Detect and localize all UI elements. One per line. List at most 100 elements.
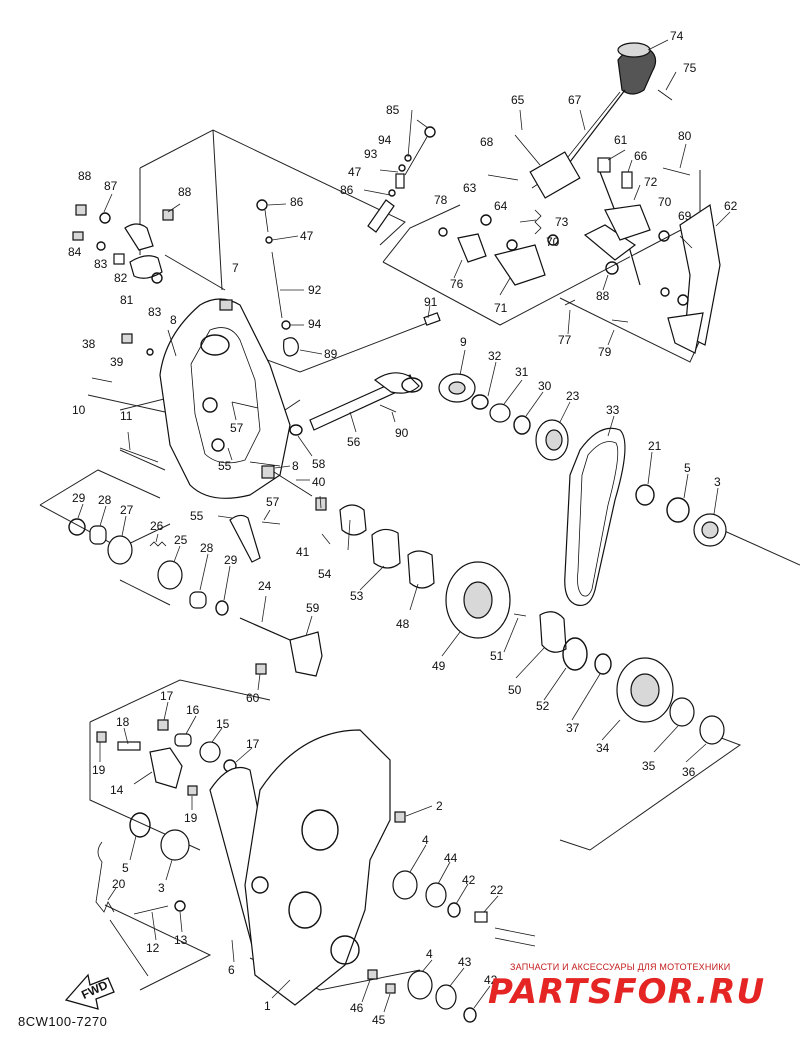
rod-end-lower [256,199,299,357]
drawing-code: 8CW100-7270 [18,1014,108,1029]
callout-83: 83 [94,257,108,271]
callout-45: 45 [372,1013,386,1027]
rod-end-upper [367,126,436,233]
callout-77: 77 [558,333,572,347]
callout-1: 1 [264,999,271,1013]
fork-shaft [239,617,291,641]
callout-20: 20 [112,877,126,891]
callout-79: 79 [598,345,612,359]
selector-plate [604,204,651,241]
callout-28: 28 [98,493,112,507]
callout-22: 22 [490,883,504,897]
callout-44: 44 [444,851,458,865]
callout-17: 17 [246,737,260,751]
callout-10: 10 [72,403,86,417]
lever-bush [597,157,611,173]
callout-75: 75 [683,61,697,75]
callout-69: 69 [678,209,692,223]
callout-78: 78 [434,193,448,207]
dipstick [95,841,115,913]
callout-86: 86 [290,195,304,209]
callout-30: 30 [538,379,552,393]
callout-68: 68 [480,135,494,149]
callout-9: 9 [460,335,467,349]
callout-55: 55 [218,459,232,473]
callout-91: 91 [424,295,438,309]
callout-4: 4 [422,833,429,847]
shift-cam-plate [494,244,546,286]
watermark-logo: PARTSFOR.RU [488,972,766,1012]
callout-54: 54 [318,567,332,581]
shift-fork [229,514,261,563]
callout-47: 47 [348,165,362,179]
callout-88: 88 [178,185,192,199]
callout-40: 40 [312,475,326,489]
callout-73: 73 [555,215,569,229]
callout-37: 37 [566,721,580,735]
callout-72: 72 [644,175,658,189]
forward-arrow-icon: FWD [64,973,115,1010]
callout-66: 66 [634,149,648,163]
callout-84: 84 [68,245,82,259]
callout-18: 18 [116,715,130,729]
callout-89: 89 [324,347,338,361]
callout-90: 90 [395,426,409,440]
callout-71: 71 [494,301,508,315]
knob-pin [657,89,673,101]
callout-3: 3 [158,881,165,895]
callout-17: 17 [160,689,174,703]
callout-81: 81 [120,293,134,307]
callout-29: 29 [72,491,86,505]
callout-16: 16 [186,703,200,717]
callout-47: 47 [300,229,314,243]
callout-83: 83 [148,305,162,319]
watermark-caption: ЗАПЧАСТИ И АКСЕССУАРЫ ДЛЯ МОТОТЕХНИКИ [510,962,731,972]
callout-52: 52 [536,699,550,713]
callout-41: 41 [296,545,310,559]
callout-36: 36 [682,765,696,779]
counter-gear-group [68,518,229,616]
callout-43: 43 [458,955,472,969]
damper-spring [371,528,401,569]
drive-sprocket [445,561,511,639]
callout-7: 7 [232,261,239,275]
callout-34: 34 [596,741,610,755]
callout-3: 3 [714,475,721,489]
drive-chain [564,427,626,607]
chaincase-cover [159,298,291,499]
callout-50: 50 [508,683,522,697]
fork-plate [289,631,323,677]
callout-64: 64 [494,199,508,213]
callout-88: 88 [78,169,92,183]
callout-49: 49 [432,659,446,673]
callout-67: 67 [568,93,582,107]
callout-24: 24 [258,579,272,593]
callout-74: 74 [670,29,684,43]
callout-57: 57 [266,495,280,509]
detent-spring [534,209,542,235]
callout-46: 46 [350,1001,364,1015]
callout-leaders [77,39,731,1013]
callout-93: 93 [364,147,378,161]
callout-59: 59 [306,601,320,615]
chaincase [244,729,391,1006]
callout-19: 19 [184,811,198,825]
selector-arm [583,224,637,261]
spacer [339,504,367,536]
upper-bearing-stack [438,373,531,435]
callout-65: 65 [511,93,525,107]
callout-42: 42 [462,873,476,887]
callout-12: 12 [146,941,160,955]
callout-60: 60 [246,691,260,705]
shift-bracket [679,203,721,346]
callout-28: 28 [200,541,214,555]
callout-70: 70 [658,195,672,209]
callout-13: 13 [174,933,188,947]
callout-14: 14 [110,783,124,797]
callout-31: 31 [515,365,529,379]
callout-5: 5 [684,461,691,475]
shift-knob [617,42,657,95]
driven-gear [616,657,674,723]
callout-88: 88 [596,289,610,303]
callout-57: 57 [230,421,244,435]
